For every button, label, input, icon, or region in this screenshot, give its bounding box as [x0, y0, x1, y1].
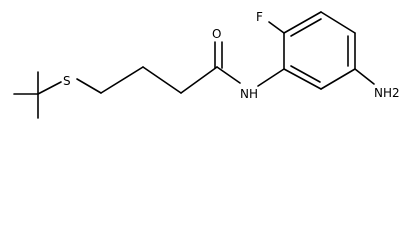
ring-double-3	[290, 65, 321, 83]
bond-c4-c3	[100, 66, 144, 94]
bond-s-c4	[76, 78, 102, 94]
atom-label-amide-nitrogen: NH	[240, 87, 258, 101]
bond-tbu-s	[37, 81, 62, 95]
atom-label-oxygen: O	[212, 27, 221, 41]
bond-c2-c1	[180, 66, 218, 94]
bond-ring-f	[268, 21, 285, 34]
ring-bond-6	[283, 68, 322, 90]
benzene-ring	[283, 11, 356, 90]
butanoyl-chain	[76, 41, 241, 94]
bond-c1-n	[216, 66, 241, 84]
atom-label-sulfur: S	[63, 74, 71, 88]
bond-c3-c2	[142, 66, 182, 94]
bond-n-ring	[257, 68, 285, 87]
ring-bond-5	[320, 68, 356, 90]
atom-label-amine-group: NH2	[374, 86, 400, 100]
molecule-structure: S O F NH NH2	[13, 10, 400, 119]
bond-ring-nh2	[354, 68, 375, 85]
atom-label-fluorine: F	[256, 10, 263, 24]
ring-bond-2	[283, 11, 322, 34]
ring-double-1	[290, 18, 322, 37]
ring-bond-3	[320, 11, 356, 34]
tert-butyl-group	[13, 71, 62, 119]
